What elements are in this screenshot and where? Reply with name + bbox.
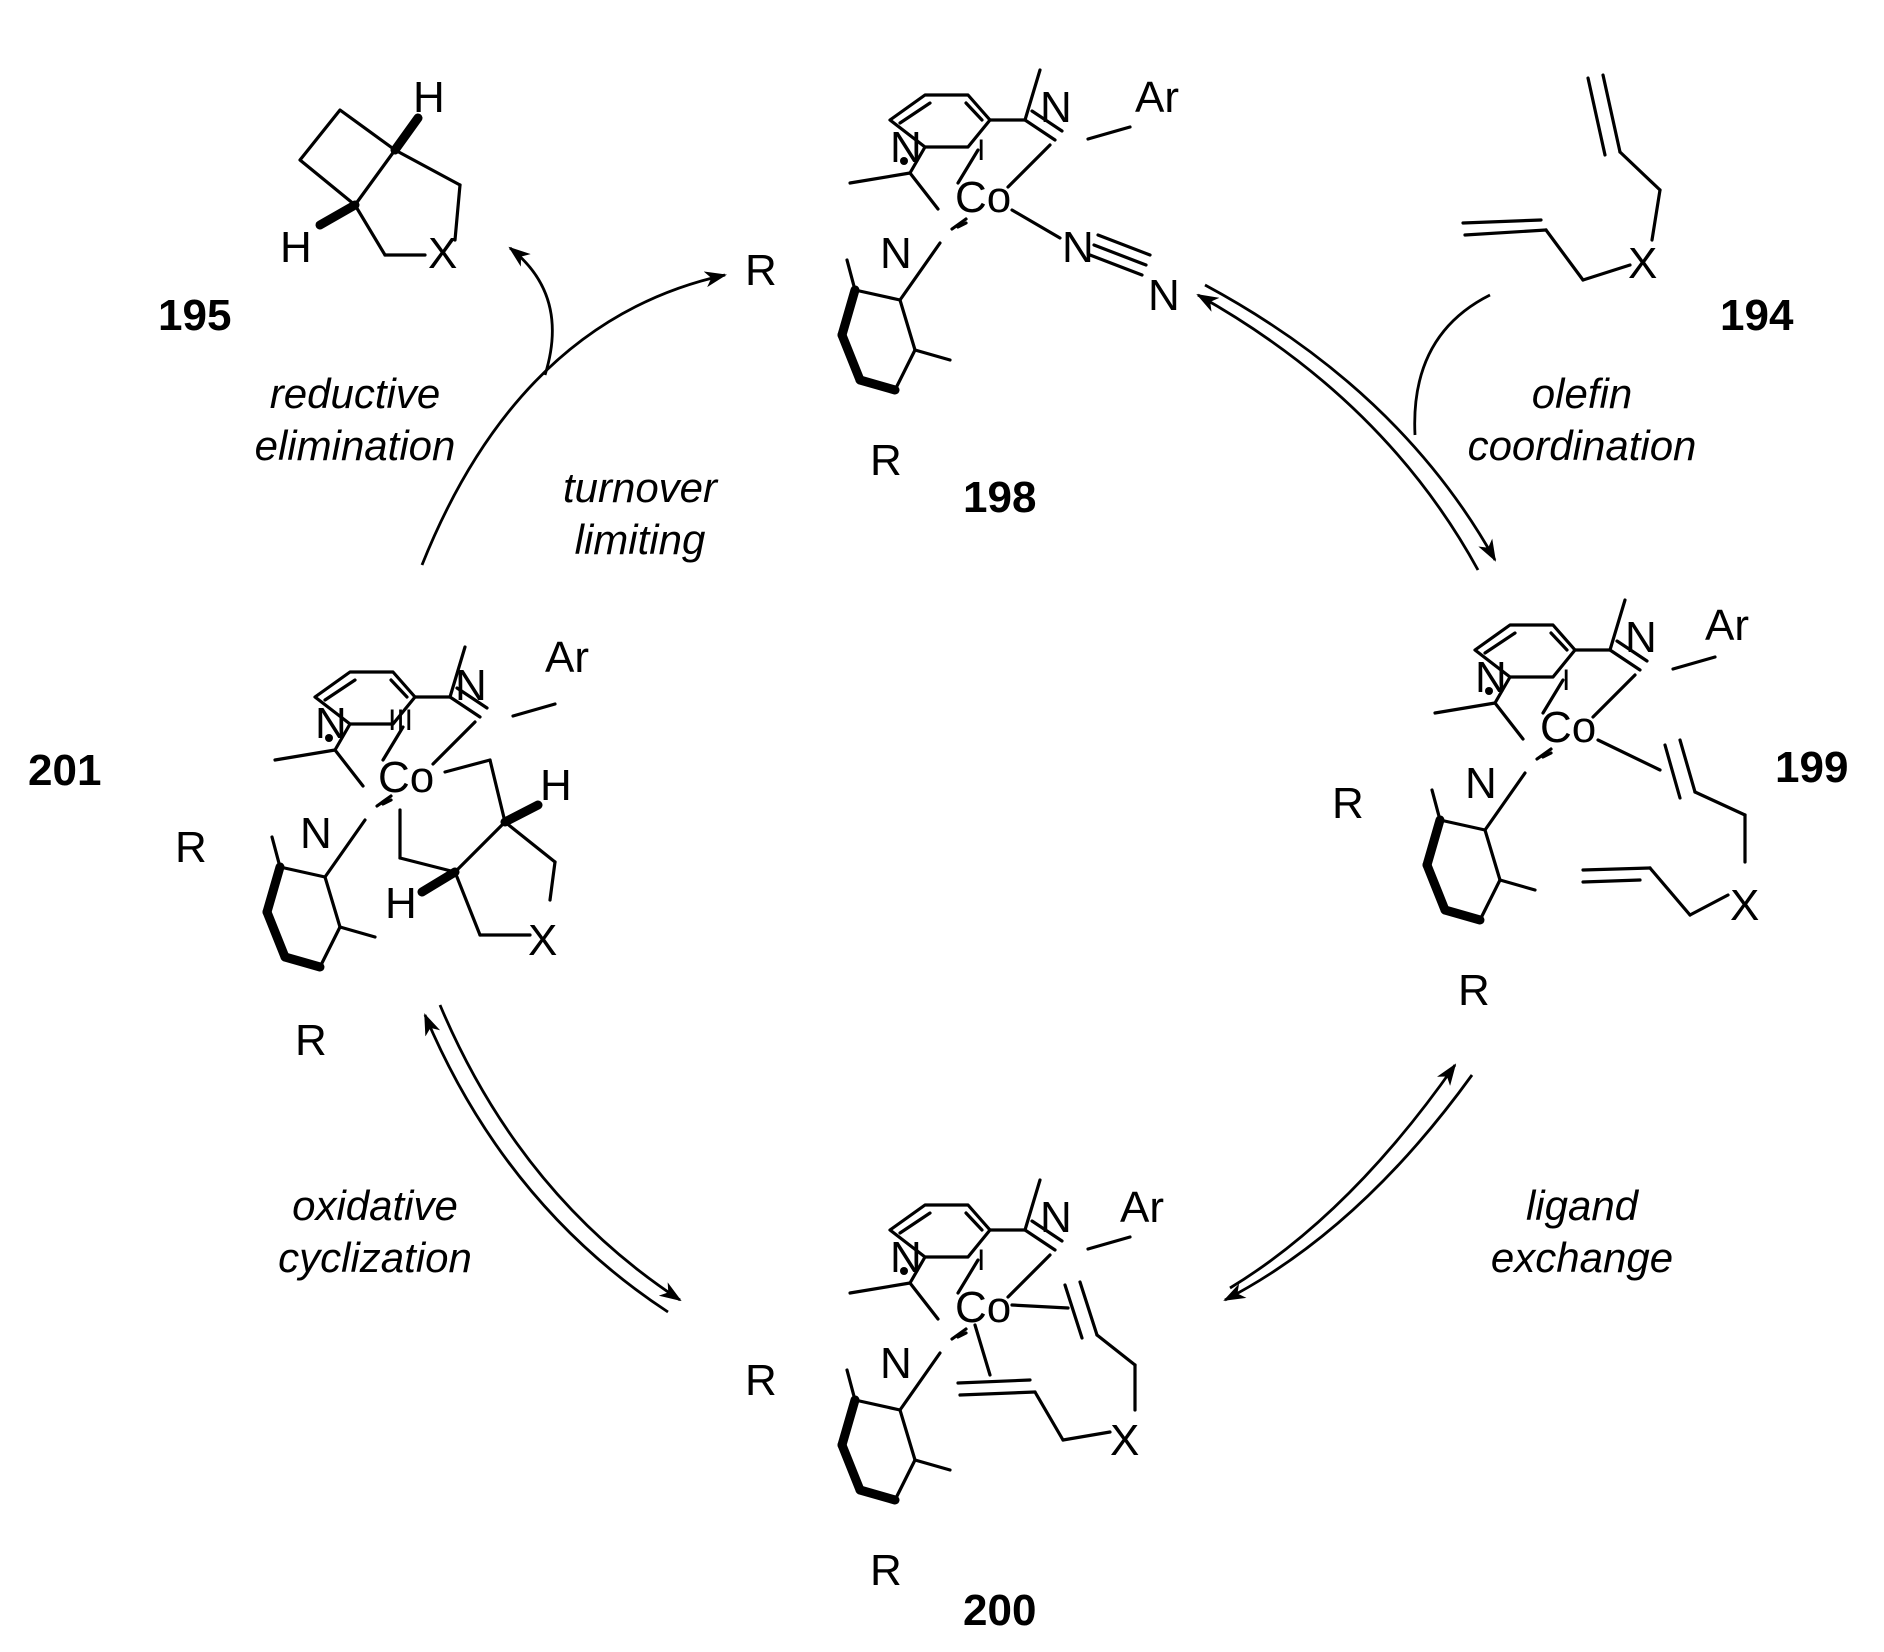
- atom-N: N: [1625, 613, 1657, 662]
- svg-text:limiting: limiting: [575, 516, 706, 563]
- complex-201-labels: N N Ar Co III N R R X H H: [175, 633, 589, 1065]
- atom-Ar: Ar: [545, 633, 589, 682]
- step-label-oxidative-cyclization: oxidative cyclization: [278, 1182, 472, 1281]
- atom-R: R: [870, 436, 902, 485]
- atom-N: N: [1040, 83, 1072, 132]
- step-label-ligand-exchange: ligand exchange: [1491, 1182, 1673, 1281]
- atom-X: X: [1730, 881, 1759, 930]
- compound-label-195: 195: [158, 291, 231, 340]
- atom-Ar: Ar: [1120, 1183, 1164, 1232]
- oxidation-state: I: [1562, 664, 1570, 697]
- atom-X: X: [528, 916, 557, 965]
- svg-text:cyclization: cyclization: [278, 1234, 472, 1281]
- atom-R: R: [745, 1356, 777, 1405]
- atom-N: N: [880, 229, 912, 278]
- atom-H: H: [540, 761, 572, 810]
- atom-N: N: [315, 699, 347, 748]
- substrate-194: X: [1461, 73, 1662, 288]
- atom-N: N: [890, 1233, 922, 1282]
- compound-label-198: 198: [963, 473, 1036, 522]
- compound-label-194: 194: [1720, 291, 1794, 340]
- atom-H: H: [413, 73, 445, 122]
- atom-N: N: [1465, 759, 1497, 808]
- complex-200-labels: N N Ar Co I N R R X: [745, 1183, 1164, 1595]
- complex-199-labels: N N Ar Co I N R R X: [1332, 601, 1759, 1015]
- svg-text:oxidative: oxidative: [292, 1182, 458, 1229]
- atom-X: X: [1110, 1416, 1139, 1465]
- complex-198-labels: N N Ar Co I N R R N N: [745, 73, 1180, 485]
- oxidation-state: I: [977, 1244, 985, 1277]
- atom-X: X: [1628, 239, 1657, 288]
- atom-H: H: [385, 879, 417, 928]
- atom-N: N: [1148, 271, 1180, 320]
- svg-text:turnover: turnover: [563, 464, 719, 511]
- svg-text:coordination: coordination: [1468, 422, 1697, 469]
- atom-N: N: [1040, 1193, 1072, 1242]
- reductive-elimination-arrow: [420, 246, 727, 566]
- svg-text:exchange: exchange: [1491, 1234, 1673, 1281]
- atom-R: R: [870, 1546, 902, 1595]
- atom-Ar: Ar: [1705, 601, 1749, 650]
- equilibrium-arrow-198-199: [1196, 283, 1497, 571]
- step-label-turnover-limiting: turnover limiting: [563, 464, 719, 563]
- atom-R: R: [745, 246, 777, 295]
- equilibrium-arrow-200-201: [423, 1004, 682, 1314]
- atom-Co: Co: [1540, 703, 1596, 752]
- atom-Co: Co: [955, 173, 1011, 222]
- svg-text:olefin: olefin: [1532, 370, 1632, 417]
- substrate-entry-arrow: [1413, 293, 1491, 436]
- atom-N: N: [1475, 653, 1507, 702]
- atom-Co: Co: [378, 753, 434, 802]
- equilibrium-arrow-199-200: [1223, 1063, 1474, 1302]
- atom-H: H: [280, 223, 312, 272]
- product-195: H H X: [280, 73, 462, 278]
- atom-Ar: Ar: [1135, 73, 1179, 122]
- atom-N: N: [880, 1339, 912, 1388]
- atom-N: N: [890, 123, 922, 172]
- svg-text:elimination: elimination: [255, 422, 456, 469]
- compound-label-199: 199: [1775, 743, 1848, 792]
- atom-Co: Co: [955, 1283, 1011, 1332]
- svg-text:ligand: ligand: [1526, 1182, 1640, 1229]
- atom-R: R: [295, 1016, 327, 1065]
- atom-N: N: [300, 809, 332, 858]
- atom-X: X: [428, 229, 457, 278]
- step-label-olefin-coordination: olefin coordination: [1468, 370, 1697, 469]
- step-label-reductive-elimination: reductive elimination: [255, 370, 456, 469]
- oxidation-state: III: [388, 704, 413, 737]
- svg-text:reductive: reductive: [270, 370, 440, 417]
- atom-N: N: [455, 661, 487, 710]
- atom-R: R: [175, 823, 207, 872]
- compound-label-200: 200: [963, 1586, 1036, 1635]
- atom-N: N: [1062, 223, 1094, 272]
- compound-label-201: 201: [28, 746, 101, 795]
- atom-R: R: [1458, 966, 1490, 1015]
- atom-R: R: [1332, 779, 1364, 828]
- oxidation-state: I: [977, 134, 985, 167]
